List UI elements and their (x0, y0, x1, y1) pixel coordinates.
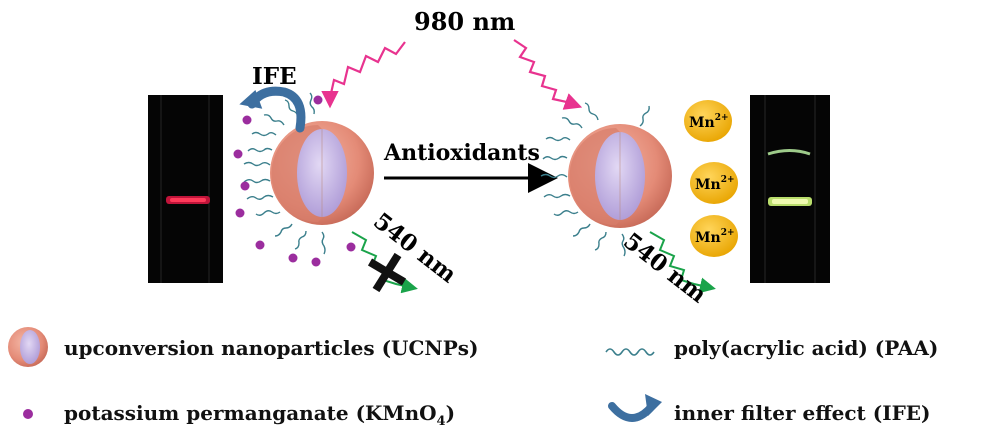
legend-kmno4-subscript: 4 (436, 414, 446, 429)
blocked-x-icon (367, 252, 407, 293)
legend-paa-icon (605, 348, 655, 356)
mn-ion-badge-3: Mn2+ (690, 215, 738, 257)
kmno4-dots (233, 95, 356, 267)
legend-kmno4-text: potassium permanganate (KMnO4) (64, 401, 455, 429)
ucnp-right (568, 124, 672, 228)
legend-ucnps-text: upconversion nanoparticles (UCNPs) (64, 336, 479, 360)
svg-text:Mn2+: Mn2+ (695, 175, 735, 193)
legend-kmno4-close: ) (445, 401, 456, 425)
laser-980-left (321, 41, 406, 109)
antioxidants-label: Antioxidants (383, 140, 540, 166)
legend-kmno4-main: potassium permanganate (KMnO (64, 401, 437, 425)
legend-ife-arrow-icon (608, 394, 662, 422)
svg-text:Mn2+: Mn2+ (695, 228, 735, 246)
ucnp-left (270, 121, 374, 225)
ife-arrow-icon (239, 86, 306, 133)
legend-kmno4-dot-icon (23, 409, 33, 419)
mn-ion-badge-2: Mn2+ (690, 162, 738, 204)
cuvette-photo-quenched (148, 95, 223, 283)
mn-ion-badge-1: Mn2+ (684, 100, 732, 142)
laser-980-right (513, 39, 583, 110)
paa-ligands-right (540, 102, 650, 257)
wavelength-980-label: 980 nm (414, 7, 515, 36)
legend-ucnp-icon (8, 327, 48, 367)
legend-paa-text: poly(acrylic acid) (PAA) (674, 336, 939, 360)
legend-ife-text: inner filter effect (IFE) (674, 401, 931, 425)
svg-text:Mn2+: Mn2+ (689, 113, 729, 131)
ife-label: IFE (252, 63, 297, 90)
emission-540-right (649, 231, 716, 294)
cuvette-photo-emitting (750, 95, 830, 283)
